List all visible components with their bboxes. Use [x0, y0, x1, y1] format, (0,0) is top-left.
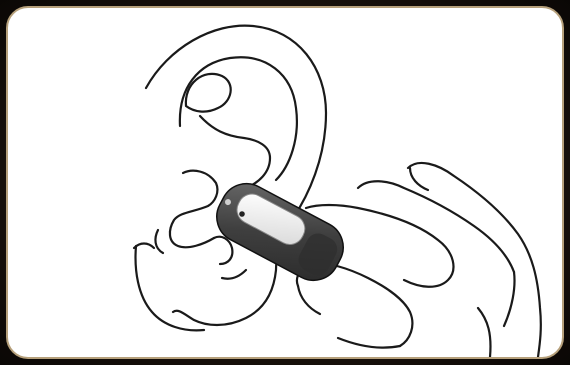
ear-insertion-illustration: [8, 8, 562, 357]
illustration-frame: [6, 6, 564, 359]
earpiece-device: [208, 175, 353, 290]
device-button-icon: [239, 211, 245, 217]
